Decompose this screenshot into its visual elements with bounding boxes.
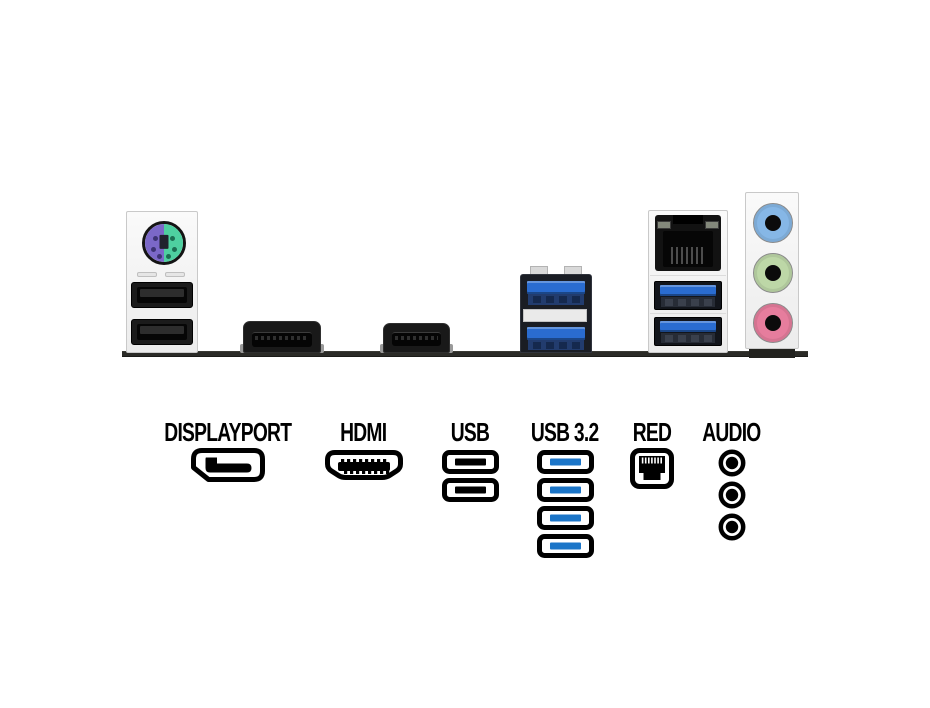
contact-nub bbox=[546, 342, 554, 349]
usb-port-icon bbox=[536, 478, 594, 502]
contact-nub bbox=[665, 299, 673, 306]
usb2-port bbox=[131, 282, 193, 308]
ethernet-icon bbox=[629, 448, 674, 489]
usb3-port-tongue bbox=[527, 281, 585, 294]
usb32-label: USB 3.2 bbox=[531, 417, 599, 447]
contact-nub bbox=[559, 296, 567, 303]
legend-displayport: DISPLAYPORT bbox=[158, 417, 298, 482]
ps2-pin bbox=[172, 247, 177, 252]
contact-nub bbox=[572, 296, 580, 303]
audio-jack-icon bbox=[718, 513, 745, 541]
legend-usb32: USB 3.2 bbox=[527, 417, 603, 558]
bracket-vent bbox=[165, 272, 185, 277]
ethernet-port bbox=[655, 215, 721, 271]
audio-bracket bbox=[745, 192, 799, 349]
rj45-cavity bbox=[663, 231, 713, 267]
lan-usb3-bracket bbox=[648, 210, 728, 353]
usb3-contacts bbox=[528, 294, 584, 305]
contact-nub bbox=[704, 299, 712, 306]
legend-lan: RED bbox=[613, 417, 690, 489]
ps2-pin bbox=[153, 236, 158, 241]
connector-slot bbox=[252, 332, 312, 347]
contact-nub bbox=[678, 335, 686, 342]
hdmi-icon bbox=[324, 450, 403, 480]
usb3-port-tongue bbox=[660, 285, 716, 296]
ps2-pin bbox=[151, 247, 156, 252]
lan-led bbox=[657, 221, 671, 229]
audio-jack-icon bbox=[718, 481, 745, 509]
ps2-usb2-bracket bbox=[126, 211, 198, 353]
bracket-groove bbox=[650, 275, 726, 276]
connector-body bbox=[383, 323, 450, 353]
usb3-dual-stack bbox=[520, 266, 592, 353]
usb2-port bbox=[131, 319, 193, 345]
usb3-contacts bbox=[661, 333, 715, 343]
jack-hole bbox=[765, 265, 781, 281]
bracket-foot bbox=[749, 348, 795, 358]
usb3-contacts bbox=[661, 297, 715, 307]
legend-hdmi: HDMI bbox=[315, 417, 412, 483]
connector-pins bbox=[255, 336, 309, 340]
contact-nub bbox=[691, 335, 699, 342]
ps2-pin bbox=[170, 236, 175, 241]
contact-nub bbox=[691, 299, 699, 306]
mic-jack bbox=[753, 303, 793, 343]
usb3-port bbox=[654, 281, 722, 310]
line-out-jack bbox=[753, 253, 793, 293]
usb-port-icon bbox=[536, 450, 594, 474]
lan-led bbox=[705, 221, 719, 229]
connector-pins bbox=[395, 336, 438, 340]
contact-nub bbox=[546, 296, 554, 303]
usb3-port-tongue bbox=[527, 327, 585, 340]
bracket-vent bbox=[137, 272, 157, 277]
usb-port-icon bbox=[536, 534, 594, 558]
contact-nub bbox=[572, 342, 580, 349]
displayport-icon bbox=[191, 448, 265, 482]
board-edge bbox=[122, 351, 808, 357]
audio-jack-icon bbox=[718, 449, 745, 477]
usb-port-tongue bbox=[140, 289, 184, 297]
ps2-mouse-half bbox=[145, 224, 164, 262]
jack-hole bbox=[765, 215, 781, 231]
usb3-port bbox=[654, 317, 722, 346]
contact-nub bbox=[678, 299, 686, 306]
displayport-connector bbox=[240, 321, 324, 353]
connector-slot bbox=[392, 332, 441, 346]
ps2-keyboard-half bbox=[164, 224, 183, 262]
audio-label: AUDIO bbox=[702, 417, 761, 447]
contact-nub bbox=[559, 342, 567, 349]
contact-nub bbox=[533, 296, 541, 303]
ps2-pin bbox=[157, 254, 162, 259]
usb3-port-tongue bbox=[660, 321, 716, 332]
usb-label: USB bbox=[450, 417, 490, 447]
hdmi-label: HDMI bbox=[340, 417, 387, 447]
usb-port-icon bbox=[536, 506, 594, 530]
usb-port-icon bbox=[441, 478, 499, 502]
contact-nub bbox=[665, 335, 673, 342]
ps2-combo-port bbox=[142, 221, 186, 265]
jack-hole bbox=[765, 315, 781, 331]
line-in-jack bbox=[753, 203, 793, 243]
connector-body bbox=[243, 321, 321, 353]
usb3-contacts bbox=[528, 340, 584, 350]
usb-port-tongue bbox=[140, 326, 184, 334]
contact-nub bbox=[704, 335, 712, 342]
rj45-pins bbox=[671, 247, 705, 264]
ps2-pin bbox=[166, 254, 171, 259]
ps2-key-notch bbox=[159, 234, 169, 249]
bracket-groove bbox=[650, 313, 726, 314]
rj45-clip bbox=[673, 215, 703, 224]
legend-audio: AUDIO bbox=[693, 417, 770, 542]
hdmi-connector bbox=[380, 323, 453, 353]
contact-nub bbox=[533, 342, 541, 349]
stack-housing bbox=[520, 274, 592, 353]
stack-divider bbox=[523, 309, 587, 322]
legend-usb: USB bbox=[432, 417, 508, 502]
displayport-label: DISPLAYPORT bbox=[164, 417, 293, 447]
usb-port-icon bbox=[441, 450, 499, 474]
lan-label: RED bbox=[632, 417, 671, 447]
